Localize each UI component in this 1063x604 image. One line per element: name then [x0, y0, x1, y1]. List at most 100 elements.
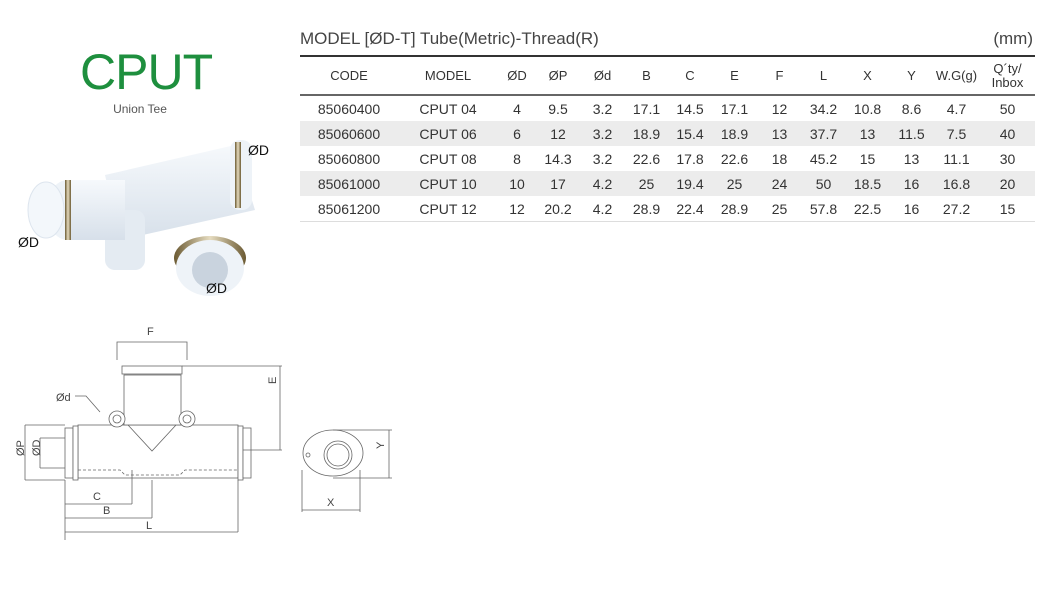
- table-cell: 34.2: [809, 100, 838, 117]
- table-cell: 40: [980, 121, 1035, 146]
- table-cell: 25: [712, 171, 757, 196]
- table-cell: 15: [980, 196, 1035, 222]
- table-cell: 11.5: [890, 121, 933, 146]
- table-cell: 12: [536, 121, 580, 146]
- dim-label-od-small: Ød: [56, 392, 71, 404]
- table-cell: 24: [757, 171, 802, 196]
- column-header: C: [668, 55, 712, 96]
- table-cell: 25: [625, 171, 668, 196]
- table-cell: 17.1: [632, 100, 661, 117]
- table-cell: 3.2: [592, 150, 613, 167]
- table-cell: 4.2: [580, 171, 625, 196]
- dim-label-y: Y: [375, 441, 387, 449]
- table-cell: 10.8: [853, 100, 882, 117]
- table-cell: 8: [513, 150, 521, 167]
- table-cell: CPUT 04: [419, 100, 477, 117]
- table-cell: 17: [536, 171, 580, 196]
- table-cell: 14.5: [676, 100, 704, 117]
- dim-label-l: L: [146, 520, 152, 532]
- product-name: CPUT: [80, 44, 213, 100]
- table-cell: 7.5: [933, 121, 980, 146]
- dim-label-od: ØD: [31, 439, 43, 456]
- table-cell: 50: [999, 100, 1016, 117]
- table-cell: 8.6: [901, 100, 922, 117]
- column-header: F: [757, 55, 802, 96]
- table-cell: 85060600: [300, 121, 398, 146]
- table-cell: 4: [513, 100, 521, 117]
- column-header: W.G(g): [933, 55, 980, 96]
- photo-label-od-left: ØD: [18, 234, 39, 250]
- product-photo: [10, 130, 290, 310]
- photo-label-od-bottom: ØD: [206, 280, 227, 296]
- table-cell: 4.2: [580, 196, 625, 222]
- table-cell: 4.7: [946, 100, 967, 117]
- table-cell: 22.6: [632, 150, 661, 167]
- table-cell: CPUT 10: [398, 171, 498, 196]
- table-cell: 17.8: [676, 150, 704, 167]
- column-header: CODE: [300, 55, 398, 96]
- table-cell: 13: [757, 121, 802, 146]
- table-cell: 85061000: [300, 171, 398, 196]
- table-cell: 18.9: [712, 121, 757, 146]
- table-title: MODEL [ØD-T] Tube(Metric)-Thread(R): [300, 29, 599, 48]
- column-header: MODEL: [398, 55, 498, 96]
- column-header: ØD: [498, 55, 536, 96]
- technical-drawing: F E Ød ØP ØD C B L X Y: [15, 326, 392, 540]
- table-cell: 18.9: [625, 121, 668, 146]
- table-cell: 11.1: [943, 150, 970, 167]
- table-cell: 3.2: [592, 100, 613, 117]
- table-cell: 9.5: [548, 100, 568, 117]
- column-header: L: [802, 55, 845, 96]
- table-cell: CPUT 12: [398, 196, 498, 222]
- dim-label-f: F: [147, 326, 154, 338]
- column-header: B: [625, 55, 668, 96]
- table-cell: 6: [498, 121, 536, 146]
- table-cell: 15: [859, 150, 876, 167]
- table-cell: 28.9: [712, 196, 757, 222]
- table-cell: 13: [903, 150, 920, 167]
- dim-label-e: E: [267, 377, 279, 384]
- table-cell: 3.2: [580, 121, 625, 146]
- photo-label-od-right: ØD: [248, 142, 269, 158]
- table-cell: 37.7: [802, 121, 845, 146]
- table-cell: 14.3: [544, 150, 572, 167]
- table-cell: 85060400: [317, 100, 381, 117]
- table-row: 85060400 CPUT 04 4 9.5 3.2 17.1 14.5 17.1 12 34.2…: [300, 95, 1035, 121]
- table-cell: 30: [999, 150, 1016, 167]
- column-header: Y: [890, 55, 933, 96]
- table-cell: 17.1: [720, 100, 749, 117]
- column-header: E: [712, 55, 757, 96]
- table-cell: CPUT 06: [398, 121, 498, 146]
- table-cell: 12: [771, 100, 788, 117]
- table-cell: 25: [757, 196, 802, 222]
- table-cell: 45.2: [809, 150, 838, 167]
- dim-label-op: ØP: [15, 440, 27, 456]
- table-cell: CPUT 08: [419, 150, 477, 167]
- table-cell: 13: [845, 121, 890, 146]
- dim-label-c: C: [93, 491, 101, 503]
- column-header: X: [845, 55, 890, 96]
- table-cell: 15.4: [668, 121, 712, 146]
- column-header: Q´ty/Inbox: [980, 55, 1035, 96]
- table-cell: 85061200: [300, 196, 398, 222]
- table-cell: 18.5: [845, 171, 890, 196]
- table-cell: 22.4: [668, 196, 712, 222]
- dim-label-x: X: [327, 497, 335, 509]
- table-cell: 19.4: [668, 171, 712, 196]
- table-cell: 50: [802, 171, 845, 196]
- product-subtitle: Union Tee: [113, 102, 167, 116]
- table-cell: 85060800: [317, 150, 381, 167]
- table-cell: 57.8: [802, 196, 845, 222]
- table-cell: 20: [980, 171, 1035, 196]
- table-cell: 20.2: [536, 196, 580, 222]
- dim-label-b: B: [103, 505, 110, 517]
- table-cell: 12: [498, 196, 536, 222]
- table-cell: 16: [890, 196, 933, 222]
- table-unit: (mm): [993, 29, 1033, 48]
